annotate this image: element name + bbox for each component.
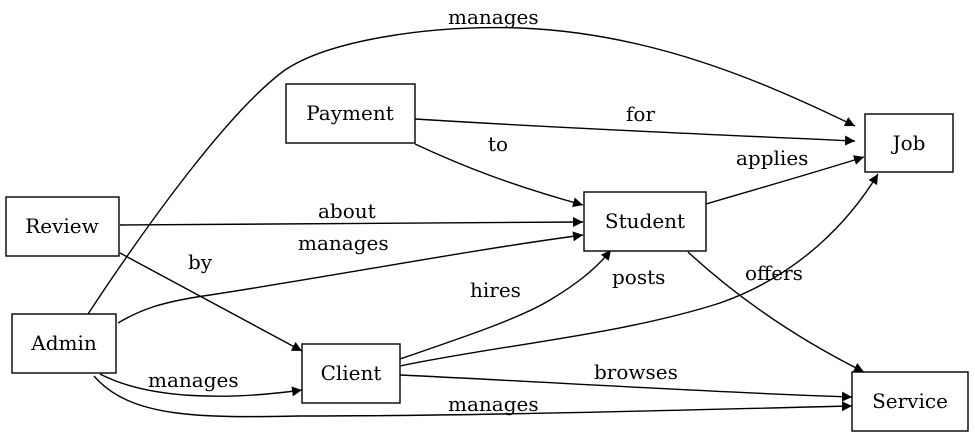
edge-label-admin-manages-client: manages [148,368,239,392]
node-student-label: Student [605,209,685,233]
edge-label-payment-to-student: to [488,132,508,156]
node-payment-label: Payment [306,101,394,125]
edge-admin-manages-student: manages [117,231,584,324]
node-client: Client [301,343,401,404]
edge-client-hires-student: hires [399,249,612,360]
edge-admin-manages-client: manages [99,368,303,397]
edge-label-review-by-client: by [188,250,213,274]
edge-label-client-posts-job: posts [612,265,665,289]
edge-label-admin-manages-job: manages [448,5,539,29]
node-job: Job [864,113,954,173]
edge-label-student-applies-job: applies [736,146,808,170]
edge-label-payment-for-job: for [626,102,655,126]
node-review: Review [5,196,120,257]
edge-payment-for-job: for [414,102,856,146]
edge-student-applies-job: applies [705,146,865,205]
node-service: Service [851,371,969,432]
node-client-label: Client [321,361,382,385]
edge-label-admin-manages-service: manages [448,392,539,416]
edge-label-student-offers-service: offers [745,261,803,285]
edge-admin-manages-service: manages [93,375,853,418]
node-admin-label: Admin [30,331,97,355]
edge-payment-to-student: to [414,132,584,208]
edge-label-client-browses-service: browses [594,360,678,384]
edge-review-by-client: by [119,250,303,352]
node-student: Student [583,191,707,252]
edge-review-about-student: about [119,199,584,228]
edge-label-review-about-student: about [318,199,376,223]
edge-client-posts-job: posts [399,173,879,367]
edge-label-client-hires-student: hires [470,278,521,302]
node-admin: Admin [11,313,117,374]
edge-student-offers-service: offers [687,251,865,373]
node-review-label: Review [25,214,99,238]
edge-client-browses-service: browses [399,360,853,402]
edge-admin-manages-job: manages [87,5,856,315]
edge-label-admin-manages-student: manages [298,231,389,255]
node-job-label: Job [891,131,926,155]
node-payment: Payment [285,83,416,144]
node-service-label: Service [872,389,948,413]
